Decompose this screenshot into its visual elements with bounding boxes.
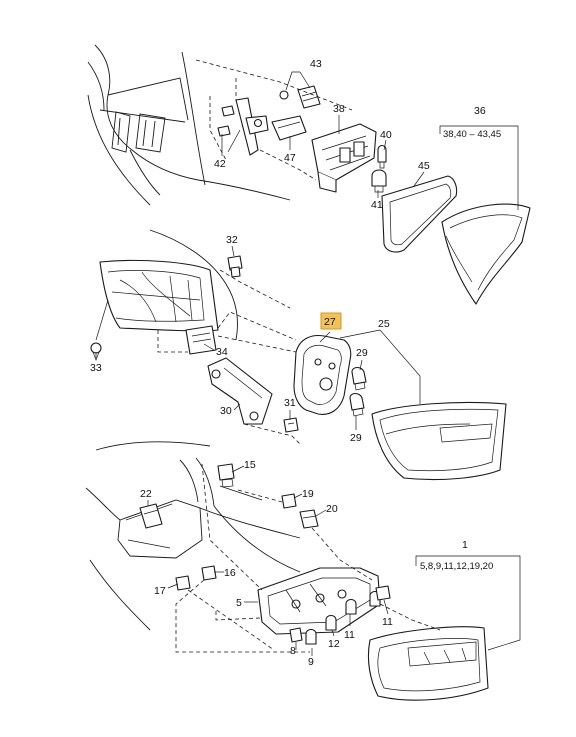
label-8: 8 [290, 645, 296, 657]
label-25: 25 [378, 318, 390, 330]
connector-34 [185, 325, 217, 355]
connector-22 [139, 503, 163, 529]
tail-lamp-36 [441, 203, 531, 305]
label-17: 17 [154, 585, 166, 597]
screw-31 [283, 417, 299, 433]
label-43: 43 [310, 58, 322, 70]
bulb-holder-38 [311, 123, 377, 193]
label-47: 47 [284, 152, 296, 164]
nut-19 [281, 493, 297, 509]
screw-20 [299, 509, 319, 529]
bulb-29-lower [349, 392, 365, 417]
label-31: 31 [284, 397, 296, 409]
label-33: 33 [90, 362, 102, 374]
seal-45 [381, 175, 458, 253]
tail-light-housing-left [99, 229, 238, 341]
label-27: 27 [324, 316, 336, 328]
clip-17 [175, 575, 191, 591]
label-12: 12 [328, 638, 340, 650]
label-40: 40 [380, 129, 392, 141]
bulb-40 [377, 144, 387, 169]
label-45: 45 [418, 160, 430, 172]
label-36-range: 38,40 – 43,45 [443, 129, 501, 140]
label-20: 20 [326, 503, 338, 515]
label-15: 15 [244, 459, 256, 471]
label-9: 9 [308, 656, 314, 668]
label-34: 34 [216, 346, 228, 358]
bracket-30 [207, 357, 273, 425]
label-1: 1 [462, 539, 468, 551]
clip-16 [201, 565, 217, 581]
label-36: 36 [474, 105, 486, 117]
bulb-carrier-27 [293, 334, 352, 415]
leader-lines [95, 71, 521, 656]
label-29-upper: 29 [356, 347, 368, 359]
tail-lamp-25 [371, 401, 507, 481]
label-42: 42 [214, 158, 226, 170]
label-32: 32 [226, 234, 238, 246]
screw-15 [217, 463, 235, 488]
bulb-carrier-5 [257, 567, 381, 635]
label-41: 41 [371, 199, 383, 211]
assembly-dashed-lines [157, 59, 441, 653]
tail-lamp-1 [367, 626, 489, 701]
label-11-right: 11 [382, 616, 393, 628]
label-30: 30 [220, 405, 232, 417]
bulbs-8-9 [289, 627, 317, 645]
highlight-box-27 [320, 312, 342, 330]
clip-47 [271, 115, 307, 141]
bulbs-12 [325, 614, 337, 631]
bracket-42 [217, 97, 269, 156]
callout-labels: 43 38 36 38,40 – 43,45 40 42 47 45 41 32… [90, 58, 501, 668]
bulb-29-upper [351, 366, 367, 391]
label-16: 16 [224, 567, 236, 579]
label-5: 5 [236, 597, 242, 609]
label-19: 19 [302, 488, 314, 500]
vehicle-body-top [87, 44, 291, 206]
label-22: 22 [140, 488, 152, 500]
label-11-left: 11 [344, 629, 355, 641]
label-38: 38 [333, 103, 345, 115]
bulb-41 [371, 169, 387, 193]
label-1-range: 5,8,9,11,12,19,20 [420, 561, 493, 572]
label-29-lower: 29 [350, 432, 362, 444]
screw-32 [227, 255, 243, 278]
